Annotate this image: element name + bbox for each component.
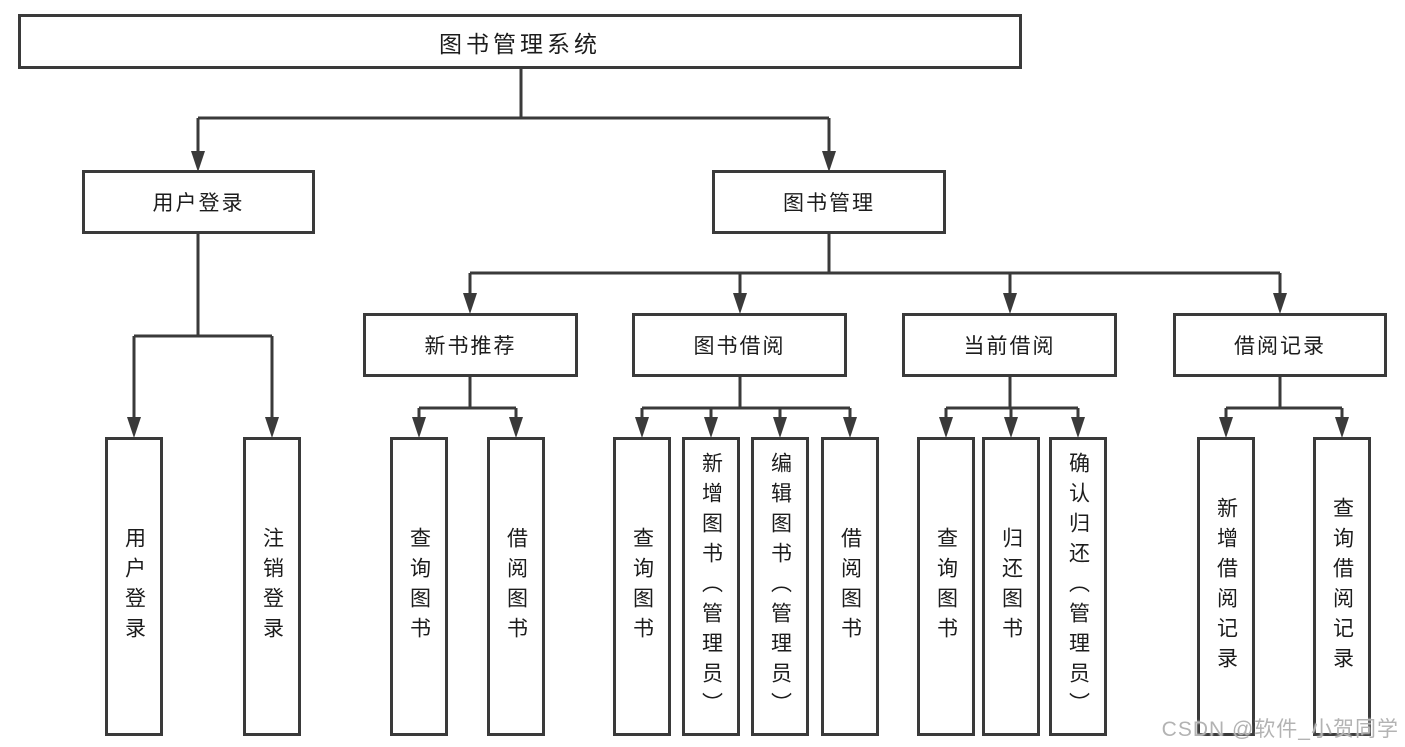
arrowheads [127,151,1349,438]
node-label: 用户登录 [122,526,146,647]
node-book-management: 图书管理 [712,170,946,234]
connector-new-book-children [417,376,518,424]
node-user-login: 用户登录 [82,170,315,234]
node-label: 当前借阅 [963,335,1056,358]
leaf-edit-books-admin: 编辑图书（管理员） [751,437,809,736]
node-label: 确认归还（管理员） [1066,451,1090,722]
leaf-user-login: 用户登录 [105,437,163,736]
connector-borrowing-records-children [1224,376,1344,424]
connector-book-borrowing-children [640,376,852,424]
leaf-borrow-books-recommend: 借阅图书 [487,437,545,736]
node-label: 归还图书 [999,526,1023,647]
node-label: 借阅记录 [1234,335,1326,358]
leaf-confirm-return-admin: 确认归还（管理员） [1049,437,1107,736]
connector-user-login-children [132,233,274,424]
node-label: 新书推荐 [424,335,517,358]
node-label: 新增借阅记录 [1214,496,1238,677]
leaf-logout-login: 注销登录 [243,437,301,736]
leaf-query-borrow-record: 查询借阅记录 [1313,437,1371,736]
node-current-borrowing: 当前借阅 [902,313,1117,377]
node-label: 借阅图书 [838,526,862,647]
node-label: 注销登录 [260,526,284,647]
node-label: 用户登录 [152,192,245,215]
leaf-query-books-borrow: 查询图书 [613,437,671,736]
leaf-query-books-recommend: 查询图书 [390,437,448,736]
watermark: CSDN @软件_小贺同学 [1161,718,1399,741]
node-label: 查询借阅记录 [1330,496,1354,677]
node-label: 查询图书 [407,526,431,647]
node-new-book-recommendation: 新书推荐 [363,313,578,377]
node-library-management-system: 图书管理系统 [18,14,1022,69]
node-label: 查询图书 [630,526,654,647]
connector-book-management-children [468,233,1282,300]
connector-current-borrowing-children [944,376,1080,424]
connector-root-to-level2 [196,69,831,158]
node-label: 图书管理 [783,192,875,215]
node-borrowing-records: 借阅记录 [1173,313,1387,377]
node-label: 图书借阅 [693,335,786,358]
node-book-borrowing: 图书借阅 [632,313,847,377]
leaf-add-books-admin: 新增图书（管理员） [682,437,740,736]
node-label: 新增图书（管理员） [699,451,723,722]
leaf-add-borrow-record: 新增借阅记录 [1197,437,1255,736]
leaf-borrow-books: 借阅图书 [821,437,879,736]
node-label: 借阅图书 [504,526,528,647]
leaf-return-books: 归还图书 [982,437,1040,736]
node-label: 图书管理系统 [439,30,601,57]
leaf-query-books-current: 查询图书 [917,437,975,736]
node-label: 查询图书 [934,526,958,647]
node-label: 编辑图书（管理员） [768,451,792,722]
